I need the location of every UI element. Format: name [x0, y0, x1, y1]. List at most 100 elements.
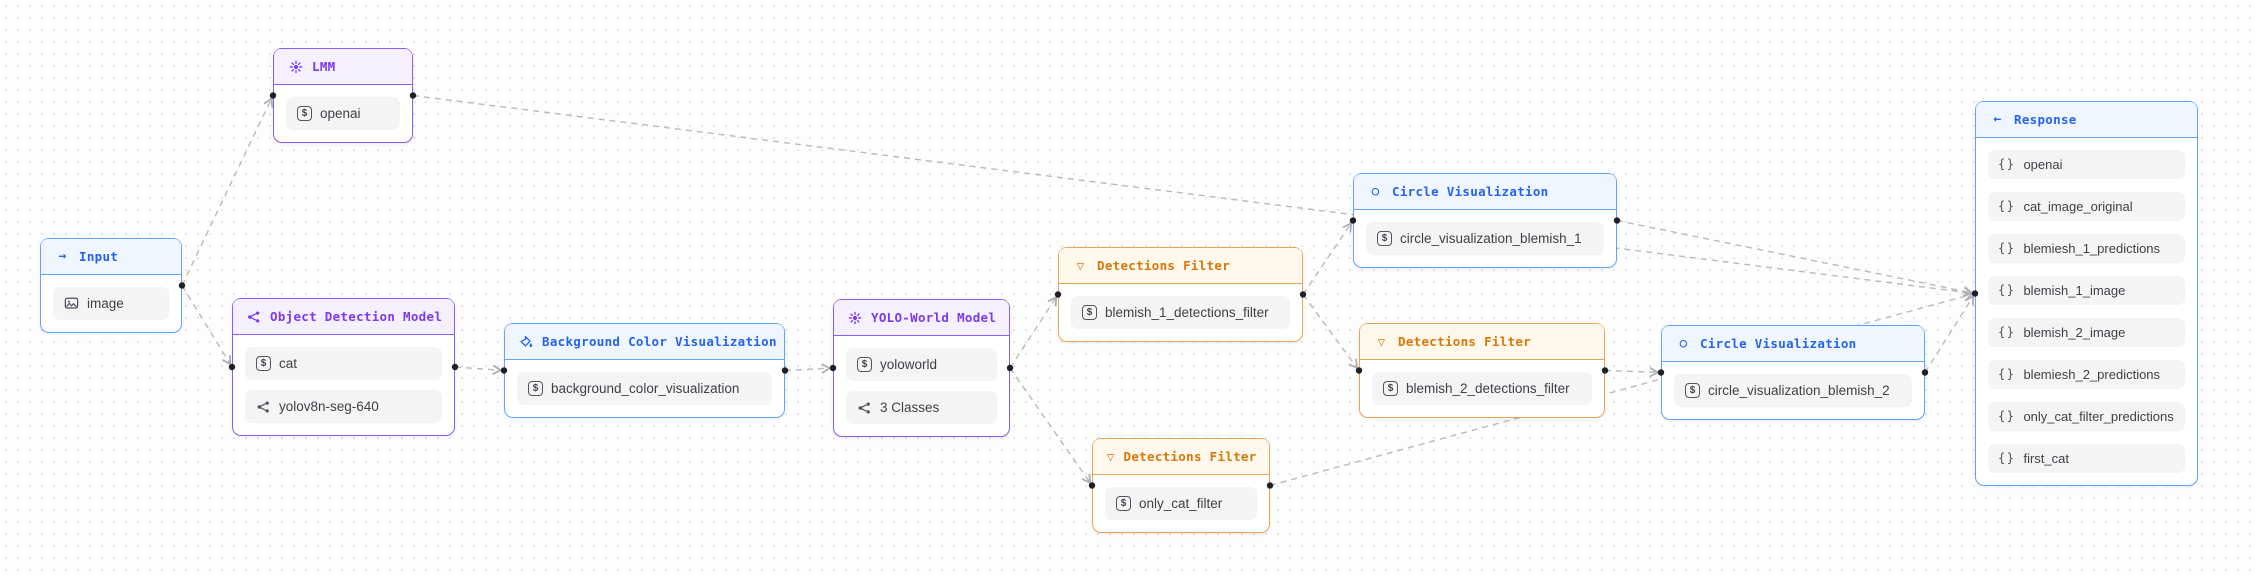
- node-df3[interactable]: ▽ Detections Filter $ only_cat_filter: [1092, 438, 1270, 533]
- node-title: YOLO-World Model: [871, 310, 997, 325]
- node-item-label: 3 Classes: [880, 400, 940, 415]
- workflow-edge: [181, 95, 274, 286]
- workflow-edge: [1924, 293, 1976, 373]
- workflow-edge: [454, 364, 505, 375]
- node-cv2[interactable]: ○ Circle Visualization $circle_visualizati…: [1661, 325, 1925, 420]
- node-title: Detections Filter: [1097, 258, 1231, 273]
- node-item[interactable]: $blemish_1_detections_filter: [1071, 296, 1290, 329]
- funnel-icon: ▽: [1107, 449, 1115, 464]
- node-item[interactable]: {} blemiesh_1_predictions: [1988, 234, 2185, 263]
- node-header: Object Detection Model: [233, 299, 454, 335]
- paint-bucket-icon: [519, 334, 533, 349]
- node-item[interactable]: $ yoloworld: [846, 348, 997, 381]
- node-cv1[interactable]: ○ Circle Visualization $circle_visualizati…: [1353, 173, 1617, 268]
- workflow-edge: [1604, 366, 1662, 378]
- node-item-label: only_cat_filter: [1139, 496, 1223, 511]
- workflow-edge: [1302, 220, 1354, 295]
- node-header: ○ Circle Visualization: [1662, 326, 1924, 362]
- workflow-edge: [1009, 367, 1093, 486]
- funnel-icon: ▽: [1076, 258, 1085, 273]
- node-item[interactable]: {}blemiesh_2_predictions: [1988, 360, 2185, 389]
- node-item[interactable]: $cat: [245, 347, 442, 380]
- dollar-icon: $: [1116, 496, 1131, 511]
- node-odm[interactable]: Object Detection Model $cat yolov8n-seg-64…: [232, 298, 455, 436]
- node-title: Input: [79, 249, 119, 264]
- node-item-label: blemish_1_image: [2023, 283, 2126, 298]
- node-header: LMM: [274, 49, 412, 85]
- node-item[interactable]: {} only_cat_filter_predictions: [1988, 402, 2185, 431]
- node-item[interactable]: {}cat_image_original: [1988, 192, 2185, 221]
- node-item-label: openai: [320, 106, 361, 121]
- gear-icon: [288, 59, 303, 74]
- node-item-label: blemiesh_1_predictions: [2023, 241, 2161, 256]
- circle-icon: ○: [1679, 335, 1688, 351]
- node-df2[interactable]: ▽Detections Filter $ blemish_2_detections_…: [1359, 323, 1605, 418]
- workflow-edge: [181, 285, 233, 368]
- dollar-icon: $: [528, 381, 543, 396]
- node-item[interactable]: $openai: [286, 97, 400, 130]
- node-df1[interactable]: ▽ Detections Filter $blemish_1_detections_…: [1058, 247, 1303, 342]
- node-title: Circle Visualization: [1700, 336, 1857, 351]
- node-lmm[interactable]: LMM $openai: [273, 48, 413, 143]
- node-item-label: image: [87, 296, 124, 311]
- node-response[interactable]: ←Response{}openai{}cat_image_original{}b…: [1975, 101, 2198, 486]
- arrow-left-icon: ←: [1993, 112, 2002, 127]
- node-item[interactable]: 3 Classes: [846, 391, 997, 424]
- braces-icon: {}: [1998, 451, 2016, 465]
- braces-icon: {}: [1998, 409, 2016, 423]
- node-item[interactable]: $ background_color_visualization: [517, 372, 772, 405]
- node-item-label: yoloworld: [880, 357, 938, 372]
- node-item-label: blemiesh_2_predictions: [2023, 367, 2161, 382]
- node-item[interactable]: $circle_visualization_blemish_1: [1366, 222, 1604, 255]
- node-item-label: cat_image_original: [2023, 199, 2133, 214]
- dollar-icon: $: [1383, 381, 1398, 396]
- dollar-icon: $: [857, 357, 872, 372]
- gear-icon: [848, 310, 862, 325]
- node-bcv[interactable]: Background Color Visualization $ backgroun…: [504, 323, 785, 418]
- node-item-label: yolov8n-seg-640: [279, 399, 379, 414]
- dollar-icon: $: [1685, 383, 1700, 398]
- node-title: Circle Visualization: [1392, 184, 1549, 199]
- model-icon: [857, 401, 872, 415]
- node-title: Background Color Visualization: [542, 334, 777, 349]
- node-header: ←Response: [1976, 102, 2197, 138]
- node-item-label: first_cat: [2023, 451, 2069, 466]
- node-item[interactable]: {}openai: [1988, 150, 2185, 179]
- braces-icon: {}: [1998, 325, 2016, 339]
- node-item-label: background_color_visualization: [551, 381, 740, 396]
- node-header: YOLO-World Model: [834, 300, 1009, 336]
- braces-icon: {}: [1998, 157, 2016, 171]
- node-item[interactable]: $circle_visualization_blemish_2: [1674, 374, 1912, 407]
- node-title: Detections Filter: [1398, 334, 1532, 349]
- model-icon: [247, 309, 261, 324]
- node-title: Detections Filter: [1123, 449, 1257, 464]
- model-icon: [256, 400, 271, 414]
- node-header: ▽ Detections Filter: [1059, 248, 1302, 284]
- workflow-edge: [1009, 294, 1059, 369]
- circle-icon: ○: [1371, 183, 1380, 199]
- node-item-label: blemish_2_detections_filter: [1406, 381, 1570, 396]
- workflow-edge: [784, 363, 834, 374]
- node-item[interactable]: yolov8n-seg-640: [245, 390, 442, 423]
- node-item[interactable]: image: [53, 287, 169, 320]
- node-header: ○ Circle Visualization: [1354, 174, 1616, 210]
- node-item[interactable]: {}blemish_2_image: [1988, 318, 2185, 347]
- node-item[interactable]: $ blemish_2_detections_filter: [1372, 372, 1592, 405]
- node-item[interactable]: {}blemish_1_image: [1988, 276, 2185, 305]
- node-item[interactable]: $ only_cat_filter: [1105, 487, 1257, 520]
- node-header: Background Color Visualization: [505, 324, 784, 360]
- dollar-icon: $: [1082, 305, 1097, 320]
- node-title: Object Detection Model: [270, 309, 443, 324]
- node-item-label: circle_visualization_blemish_1: [1400, 231, 1582, 246]
- image-icon: [64, 297, 79, 311]
- braces-icon: {}: [1998, 241, 2016, 255]
- node-header: ▽Detections Filter: [1360, 324, 1604, 360]
- node-item[interactable]: {} first_cat: [1988, 444, 2185, 473]
- dollar-icon: $: [256, 356, 271, 371]
- node-header: ▽ Detections Filter: [1093, 439, 1269, 475]
- node-title: LMM: [312, 59, 336, 74]
- node-yolo[interactable]: YOLO-World Model $ yoloworld 3 Classes: [833, 299, 1010, 437]
- node-item-label: only_cat_filter_predictions: [2023, 409, 2174, 424]
